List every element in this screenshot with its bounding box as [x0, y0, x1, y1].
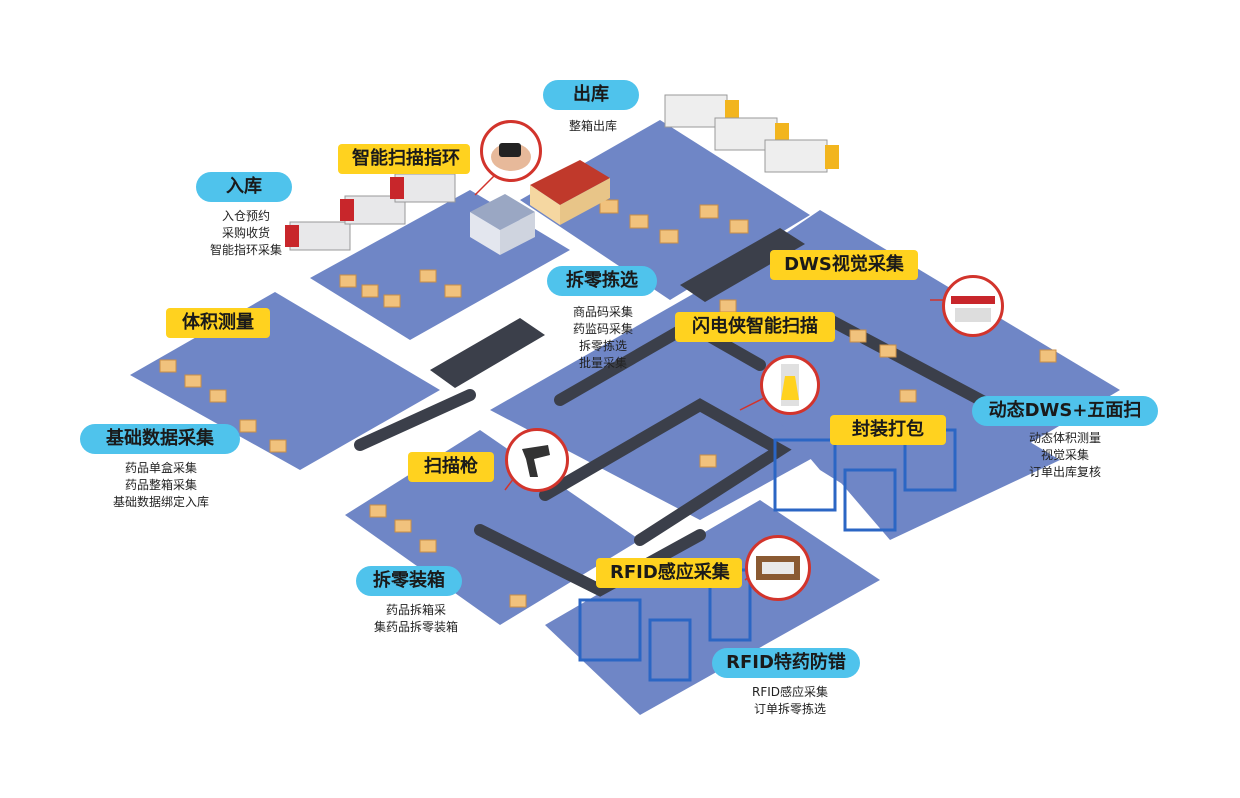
- box: [444, 284, 462, 298]
- box: [394, 519, 412, 533]
- box: [269, 439, 287, 453]
- box: [659, 229, 679, 244]
- desc-line: 采购收货: [221, 226, 270, 240]
- box: [849, 329, 867, 343]
- box: [729, 219, 749, 234]
- station-basic-data-desc: 药品单盒采集 药品整箱采集 基础数据绑定入库: [98, 460, 224, 511]
- station-piece-box-desc: 药品拆箱采 集药品拆零装箱: [356, 602, 476, 636]
- desc-line: 订单出库复核: [1028, 465, 1101, 479]
- desc-line: 智能指环采集: [209, 243, 282, 257]
- truck-outbound-3: [764, 139, 839, 173]
- box: [509, 594, 527, 608]
- station-piece-pick-desc: 商品码采集 药监码采集 拆零拣选 批量采集: [555, 304, 651, 372]
- station-basic-data-label: 基础数据采集: [80, 424, 240, 454]
- box: [184, 374, 202, 388]
- station-dynamic-dws-label: 动态DWS+五面扫: [972, 396, 1158, 426]
- desc-line: 药监码采集: [572, 322, 633, 336]
- box: [419, 269, 437, 283]
- desc-line: 药品拆箱采: [385, 603, 446, 617]
- desc-line: 整箱出库: [568, 119, 617, 133]
- shelf-rack: [773, 438, 837, 512]
- box: [361, 284, 379, 298]
- desc-line: 基础数据绑定入库: [112, 495, 209, 509]
- shelf-rack: [578, 598, 642, 662]
- box: [383, 294, 401, 308]
- conveyor-bottom: [474, 524, 706, 597]
- station-ring-scan-label: 智能扫描指环: [338, 144, 470, 174]
- station-piece-box-label: 拆零装箱: [356, 566, 462, 596]
- desc-line: 药品整箱采集: [124, 478, 197, 492]
- shelf-rack: [648, 618, 692, 682]
- box: [1039, 349, 1057, 363]
- station-dynamic-dws-desc: 动态体积测量 视觉采集 订单出库复核: [1010, 430, 1120, 481]
- box-clusters: [159, 199, 1057, 608]
- flash-scanner-bubble: [760, 355, 820, 415]
- truck-inbound-1: [285, 221, 351, 251]
- scan-gun-icon: [522, 445, 550, 477]
- shelf-rack: [843, 468, 897, 532]
- station-flash-scan-label: 闪电侠智能扫描: [675, 312, 835, 342]
- desc-line: 批量采集: [578, 356, 627, 370]
- station-piece-pick-label: 拆零拣选: [547, 266, 657, 296]
- station-outbound-label: 出库: [543, 80, 639, 110]
- rfid-reader-bubble: [745, 535, 811, 601]
- box: [599, 199, 619, 214]
- flash-scanner-icon: [781, 364, 799, 406]
- box: [209, 389, 227, 403]
- station-rfid-sense-label: RFID感应采集: [596, 558, 742, 588]
- desc-line: 药品单盒采集: [124, 461, 197, 475]
- desc-line: 拆零拣选: [578, 339, 627, 353]
- storage-room: [470, 194, 535, 230]
- station-rfid-drug-label: RFID特药防错: [712, 648, 860, 678]
- desc-line: 入仓预约: [221, 209, 270, 223]
- box: [629, 214, 649, 229]
- ring-scanner-icon: [491, 143, 531, 171]
- road-right: [680, 228, 805, 302]
- station-seal-pack-label: 封装打包: [830, 415, 946, 445]
- desc-line: RFID感应采集: [751, 685, 829, 699]
- rfid-reader-icon: [756, 556, 800, 580]
- truck-inbound-3: [390, 173, 456, 203]
- box: [339, 274, 357, 288]
- scan-gun-bubble: [505, 428, 569, 492]
- station-volume-label: 体积测量: [166, 308, 270, 338]
- box: [699, 454, 717, 468]
- dws-camera-icon: [951, 296, 995, 322]
- floor-right-lower: [830, 400, 1060, 540]
- box: [159, 359, 177, 373]
- box: [699, 204, 719, 219]
- desc-line: 集药品拆零装箱: [373, 620, 458, 634]
- desc-line: 视觉采集: [1040, 448, 1089, 462]
- station-inbound-desc: 入仓预约 采购收货 智能指环采集: [196, 208, 296, 259]
- box: [239, 419, 257, 433]
- road-center: [430, 318, 545, 388]
- dws-camera-bubble: [942, 275, 1004, 337]
- station-inbound-label: 入库: [196, 172, 292, 202]
- trucks: [285, 94, 839, 251]
- box: [369, 504, 387, 518]
- station-outbound-desc: 整箱出库: [548, 118, 638, 135]
- conveyor-main: [539, 398, 792, 546]
- station-scan-gun-label: 扫描枪: [408, 452, 494, 482]
- box: [719, 299, 737, 313]
- conveyor-left: [354, 389, 476, 451]
- desc-line: 订单拆零拣选: [753, 702, 826, 716]
- desc-line: 动态体积测量: [1028, 431, 1101, 445]
- station-rfid-drug-desc: RFID感应采集 订单拆零拣选: [735, 684, 845, 718]
- box: [419, 539, 437, 553]
- box: [879, 344, 897, 358]
- ring-scanner-bubble: [480, 120, 542, 182]
- warehouse-building: [470, 160, 610, 255]
- conveyors: [354, 314, 996, 597]
- box: [899, 389, 917, 403]
- roads: [430, 228, 805, 388]
- station-dws-vision-label: DWS视觉采集: [770, 250, 918, 280]
- desc-line: 商品码采集: [572, 305, 633, 319]
